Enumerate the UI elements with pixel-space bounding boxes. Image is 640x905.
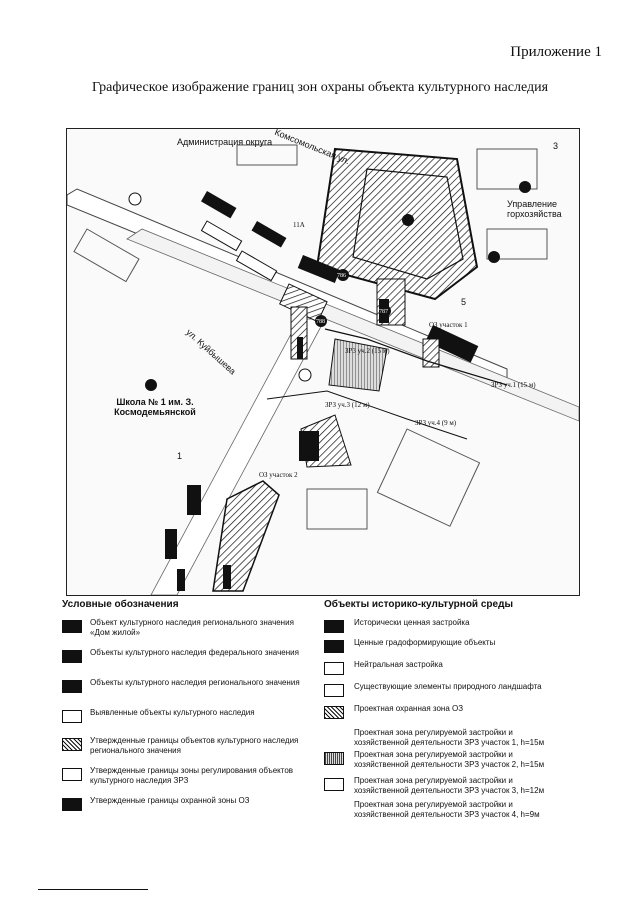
label-786: 786 [337, 273, 346, 279]
legend-text: Объекты культурного наследия регионально… [90, 678, 300, 687]
footnote-line [38, 889, 148, 890]
legend-left-item: Утвержденные границы охранной зоны ОЗ [62, 796, 312, 816]
legend-swatch [324, 752, 344, 765]
legend-swatch [62, 650, 82, 663]
legend-text: Проектная зона регулируемой застройки и … [354, 750, 545, 769]
label-oz2: ОЗ участок 2 [259, 471, 298, 479]
label-zrz1: ЗРЗ уч.1 (15 м) [491, 381, 536, 389]
legend-left-item: Объект культурного наследия региональног… [62, 618, 312, 648]
legend-right-item: Исторически ценная застройка [324, 618, 584, 638]
legend-left-item: Объекты культурного наследия регионально… [62, 678, 312, 708]
legend-text: Объект культурного наследия региональног… [90, 618, 294, 637]
page-title: Графическое изображение границ зон охран… [91, 80, 549, 95]
legend-left-item: Утвержденные границы зоны регулирования … [62, 766, 312, 796]
legend-swatch [324, 620, 344, 633]
legend-right-item: Проектная зона регулируемой застройки и … [324, 800, 584, 822]
legend-swatch [324, 778, 344, 791]
label-788: 788 [316, 319, 325, 325]
legend-right-item: Существующие элементы природного ландшаф… [324, 682, 584, 704]
legend-left-item: Утвержденные границы объектов культурног… [62, 736, 312, 766]
label-admin: Администрация округа [177, 137, 273, 147]
label-787: 787 [379, 309, 388, 315]
legend-text: Проектная зона регулируемой застройки и … [354, 728, 545, 747]
legend-swatch [62, 620, 82, 633]
legend-right-item: Ценные градоформирующие объекты [324, 638, 584, 660]
legend-right: Объекты историко-культурной среды Истори… [324, 600, 584, 822]
label-num-1: 1 [177, 451, 183, 461]
label-num-5: 5 [461, 297, 467, 307]
legend-swatch [324, 640, 344, 653]
legend-text: Ценные градоформирующие объекты [354, 638, 496, 647]
legend-right-item: Проектная охранная зона ОЗ [324, 704, 584, 728]
legend-text: Нейтральная застройка [354, 660, 443, 669]
appendix-label: Приложение 1 [510, 44, 602, 60]
legend-text: Утвержденные границы охранной зоны ОЗ [90, 796, 250, 805]
legend-text: Существующие элементы природного ландшаф… [354, 682, 542, 691]
legend-text: Проектная зона регулируемой застройки и … [354, 776, 545, 795]
legend-text: Утвержденные границы зоны регулирования … [90, 766, 294, 785]
legend-text: Проектная охранная зона ОЗ [354, 704, 464, 713]
legend-text: Утвержденные границы объектов культурног… [90, 736, 299, 755]
label-11a: 11А [293, 221, 305, 229]
legend-swatch [62, 768, 82, 781]
site-map[interactable]: Администрация округа Комсомольская ул. У… [66, 128, 580, 596]
map-drawing [67, 144, 579, 595]
label-zrz3: ЗРЗ уч.3 (12 м) [325, 401, 370, 409]
legend-swatch [62, 738, 82, 751]
legend-right-item: Нейтральная застройка [324, 660, 584, 682]
label-num-3: 3 [553, 141, 559, 151]
legend-right-title: Объекты историко-культурной среды [324, 599, 513, 610]
legend-left-item: Выявленные объекты культурного наследия [62, 708, 312, 736]
legend-right-item: Проектная зона регулируемой застройки и … [324, 776, 584, 800]
legend-left: Условные обозначения Объект культурного … [62, 600, 312, 816]
legend-left-title: Условные обозначения [62, 599, 179, 610]
legend-swatch [324, 662, 344, 675]
legend-text: Объекты культурного наследия федеральног… [90, 648, 299, 657]
legend-right-item: Проектная зона регулируемой застройки и … [324, 750, 584, 776]
legend-swatch [324, 706, 344, 719]
legend-text: Исторически ценная застройка [354, 618, 470, 627]
label-school: Школа № 1 им. З. Космодемьянской [114, 397, 196, 417]
legend-text: Проектная зона регулируемой застройки и … [354, 800, 540, 819]
legend-right-item: Проектная зона регулируемой застройки и … [324, 728, 584, 750]
stadium-zone [315, 147, 479, 301]
legend-text: Выявленные объекты культурного наследия [90, 708, 255, 717]
label-zrz2: ЗРЗ уч.2 (15 м) [345, 347, 390, 355]
legend-swatch [62, 680, 82, 693]
legend-left-item: Объекты культурного наследия федеральног… [62, 648, 312, 678]
label-upravlenie: Управление горхозяйства [507, 199, 562, 219]
label-zrz4: ЗРЗ уч.4 (9 м) [415, 419, 457, 427]
legend-swatch [62, 710, 82, 723]
label-oz1: ОЗ участок 1 [429, 321, 468, 329]
legend-swatch [324, 684, 344, 697]
legend-swatch [62, 798, 82, 811]
